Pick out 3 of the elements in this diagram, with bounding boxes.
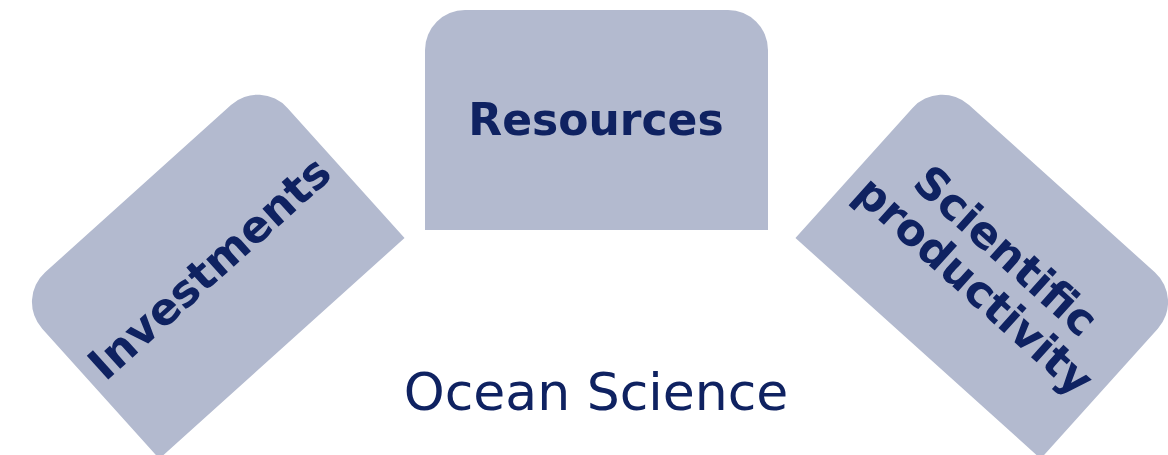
box-label: Resources: [468, 96, 724, 144]
center-label: Ocean Science: [403, 362, 789, 422]
rounded-box: [424, 10, 768, 230]
